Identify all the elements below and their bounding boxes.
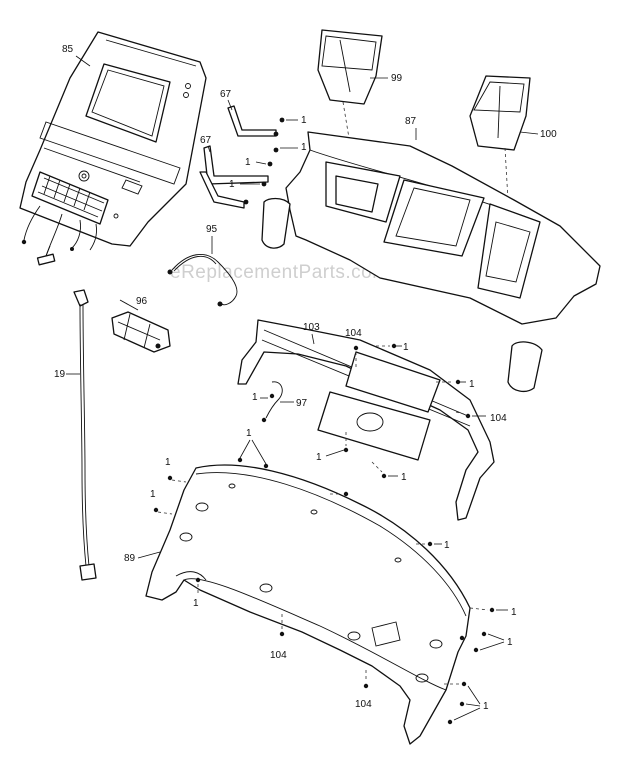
callout-1-left1: 1 (165, 457, 171, 468)
bracket-67-upper (227, 105, 277, 137)
callout-104c: 104 (270, 650, 287, 661)
callout-1-103b: 1 (469, 379, 475, 390)
console-base-87 (261, 131, 601, 393)
callout-67b: 67 (200, 135, 212, 146)
callout-89: 89 (124, 553, 136, 564)
watermark: eReplacementParts.com (170, 262, 389, 283)
cup-holder-99 (317, 29, 383, 105)
callout-104b: 104 (490, 413, 507, 424)
wire-95 (167, 254, 238, 307)
callout-1-left2: 1 (150, 489, 156, 500)
console-85 (19, 31, 207, 266)
console-display (85, 63, 171, 143)
callout-1-right3: 1 (507, 637, 513, 648)
wire-97 (261, 381, 283, 423)
callout-19: 19 (54, 369, 66, 380)
cup-holder-100 (469, 75, 531, 151)
callout-87: 87 (405, 116, 417, 127)
callout-1-67b: 1 (301, 142, 307, 153)
callout-96: 96 (136, 296, 148, 307)
callout-1-97: 1 (252, 392, 258, 403)
callout-99: 99 (391, 73, 403, 84)
callout-1-103a: 1 (403, 342, 409, 353)
callout-1-right1: 1 (444, 540, 450, 551)
bracket-67-lower (199, 145, 269, 209)
callout-104a: 104 (345, 328, 362, 339)
callout-1-right4: 1 (483, 701, 489, 712)
console-base-end-left (261, 197, 291, 249)
callout-100: 100 (540, 129, 557, 140)
callout-1-plate: 1 (316, 452, 322, 463)
callout-1-67a: 1 (301, 115, 307, 126)
callout-103: 103 (303, 322, 320, 333)
plate-lower (317, 391, 431, 461)
callout-104d: 104 (355, 699, 372, 710)
module-96 (111, 299, 171, 353)
callout-97: 97 (296, 398, 308, 409)
console-base-end-right (507, 341, 543, 393)
callout-1-bottom: 1 (193, 598, 199, 609)
cable-19 (73, 289, 97, 581)
callout-67a: 67 (220, 89, 232, 100)
callout-85: 85 (62, 44, 74, 55)
callout-1-67d: 1 (229, 179, 235, 190)
callout-1-plate2: 1 (401, 472, 407, 483)
callout-1-top: 1 (246, 428, 252, 439)
hood-89 (145, 464, 471, 745)
plate-upper (345, 351, 441, 413)
callout-1-67c: 1 (245, 157, 251, 168)
callout-95: 95 (206, 224, 218, 235)
callout-1-right2: 1 (511, 607, 517, 618)
